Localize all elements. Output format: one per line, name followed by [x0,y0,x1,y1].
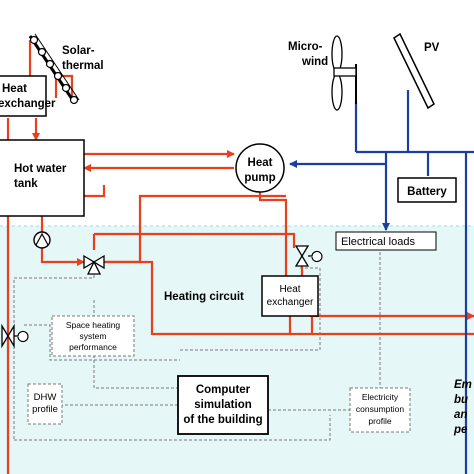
hot-water-tank-label-2: tank [14,178,38,190]
heat-pump-label-2: pump [244,172,275,184]
heating-circuit-label: Heating circuit [164,291,244,303]
heat-exchanger-mid-label-1: Heat [279,284,300,295]
circulation-pump-icon [33,231,51,249]
pipe-solar-supply [54,74,74,98]
space-heating-label-1: Space heating [66,320,121,330]
heat-exchanger-mid-box [261,275,319,317]
micro-wind-label-2: wind [301,56,328,68]
left-valve-icon [1,323,29,349]
pipe-heating-loop [102,260,292,336]
hot-water-tank-label-1: Hot water [14,163,67,175]
right-text-4: pe [453,424,468,436]
info-link-valve-right [300,267,321,318]
dhw-label-1: DHW [34,392,57,403]
info-links [13,248,381,441]
pv-label: PV [424,42,440,54]
electricity-label-3: profile [368,416,391,426]
mixing-valve-icon [83,254,105,275]
info-link-valve-top [13,270,95,325]
electricity-label-1: Electricity [362,392,399,402]
dhw-profile-box [27,383,63,425]
right-text-3: an [454,409,467,421]
info-link-heat-ex [180,318,321,351]
info-link-dhw-sim [93,300,178,389]
computer-sim-label-3: of the building [183,414,262,426]
info-link-space-heating [24,324,180,361]
electrical-loads-box [335,231,437,251]
computer-simulation-box [177,375,269,435]
battery-label: Battery [407,186,447,198]
right-text-1: Em [454,379,472,391]
space-heating-label-2: system [80,331,107,341]
heat-exchanger-mid-label-2: exchanger [267,297,314,308]
solar-thermal-label-1: Solar- [62,45,95,57]
pipe-pump-to-valve [40,248,85,266]
space-heating-label-3: performance [69,342,117,352]
electric-lines [289,90,474,474]
dhw-label-2: profile [32,404,58,415]
micro-wind-label-1: Micro- [288,41,323,53]
heat-pump-label-1: Heat [248,157,273,169]
electrical-loads-label: Electrical loads [341,236,415,248]
pv-panel [393,32,435,110]
info-link-bottom [14,415,331,441]
micro-wind-turbine [331,35,357,111]
heat-exchanger-top-label-2: exchanger [0,98,56,110]
space-heating-box [51,315,135,357]
diverter-valve-icon [294,245,323,267]
pipe-top-circuit [94,232,296,248]
heat-exchanger-top-label-1: Heat [2,83,27,95]
hot-water-tank-box [0,139,85,217]
heat-exchanger-top-box [0,75,47,117]
right-text-2: bu [454,394,468,406]
battery-box [397,177,457,203]
electricity-profile-box [349,387,411,433]
pipe-tank-right [84,185,106,198]
solar-thermal-label-2: thermal [62,60,104,72]
electricity-label-2: consumption [356,404,404,414]
computer-sim-label-1: Computer [196,384,251,396]
computer-sim-label-2: simulation [194,399,252,411]
heat-pump-circle [235,143,285,193]
solar-thermal-collector [28,33,80,105]
